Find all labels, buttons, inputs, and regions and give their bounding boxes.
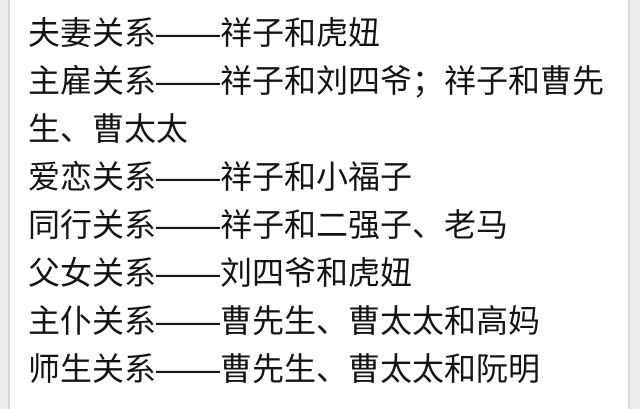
- relation-label: 父女关系: [28, 255, 157, 291]
- em-dash: ——: [156, 303, 221, 339]
- relation-row-master-servant: 主仆关系——曹先生、曹太太和高妈: [28, 297, 606, 345]
- relation-names: 曹先生、曹太太和阮明: [220, 351, 541, 387]
- em-dash: ——: [156, 159, 221, 195]
- content-card: 夫妻关系——祥子和虎妞 主雇关系——祥子和刘四爷；祥子和曹先生、曹太太 爱恋关系…: [8, 0, 630, 409]
- relation-names: 祥子和刘四爷；祥子和曹先生、曹太太: [28, 63, 605, 147]
- relation-names: 曹先生、曹太太和高妈: [220, 303, 541, 339]
- relation-row-teacher-student: 师生关系——曹先生、曹太太和阮明: [28, 345, 606, 393]
- relation-names: 祥子和虎妞: [220, 15, 381, 51]
- relation-row-peer: 同行关系——祥子和二强子、老马: [28, 201, 606, 249]
- relation-names: 祥子和小福子: [220, 159, 413, 195]
- relation-label: 主仆关系: [28, 303, 157, 339]
- em-dash: ——: [156, 63, 221, 99]
- relation-row-love: 爱恋关系——祥子和小福子: [28, 153, 606, 201]
- em-dash: ——: [156, 351, 221, 387]
- em-dash: ——: [156, 255, 221, 291]
- em-dash: ——: [156, 15, 221, 51]
- relation-label: 夫妻关系: [28, 15, 157, 51]
- relation-label: 同行关系: [28, 207, 157, 243]
- relations-list: 夫妻关系——祥子和虎妞 主雇关系——祥子和刘四爷；祥子和曹先生、曹太太 爱恋关系…: [10, 0, 606, 393]
- relation-label: 师生关系: [28, 351, 157, 387]
- relation-names: 祥子和二强子、老马: [220, 207, 509, 243]
- relation-row-father-daughter: 父女关系——刘四爷和虎妞: [28, 249, 606, 297]
- relation-label: 主雇关系: [28, 63, 157, 99]
- relation-names: 刘四爷和虎妞: [220, 255, 413, 291]
- em-dash: ——: [156, 207, 221, 243]
- relation-row-spouse: 夫妻关系——祥子和虎妞: [28, 9, 606, 57]
- relation-row-employer: 主雇关系——祥子和刘四爷；祥子和曹先生、曹太太: [28, 57, 606, 153]
- relation-label: 爱恋关系: [28, 159, 157, 195]
